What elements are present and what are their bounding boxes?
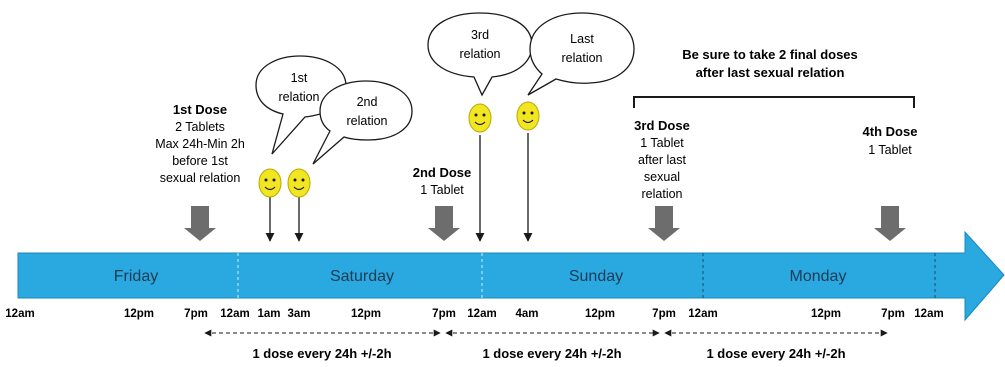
dose-1-label: 1st Dose 2 Tablets Max 24h-Min 2h before… [155,102,245,185]
tick-label: 12pm [585,308,615,320]
tick-label: 12am [220,308,249,320]
tick-label: 7pm [652,308,676,320]
dose-line: relation [642,187,683,201]
dose-line: 1 Tablet [640,136,684,150]
relation-bubble-4: Last relation [527,12,635,96]
dose-line: 2 Tablets [175,120,225,134]
dose-4-label: 4th Dose 1 Tablet [863,124,918,157]
interval-label: 1 dose every 24h +/-2h [252,346,391,361]
note-line: Be sure to take 2 final doses [682,47,858,62]
relation-bubble-3: 3rd relation [427,12,533,97]
relation-bubble-2: 2nd relation [312,80,413,165]
tick-label: 12pm [351,308,381,320]
tick-label: 7pm [184,308,208,320]
bubble-line: relation [347,114,388,128]
bubble-line: 2nd [357,95,378,109]
dose-line: before 1st [172,154,228,168]
dose-title: 1st Dose [173,102,227,117]
tick-label: 12am [5,308,34,320]
relation-bubble-1: 1st relation [255,55,347,155]
bubble-line: 1st [291,71,308,85]
dose-line: sexual [644,170,680,184]
final-doses-bracket [633,96,915,108]
tick-label: 7pm [432,308,456,320]
down-arrow-icon [184,206,216,241]
day-label-friday: Friday [114,268,158,285]
dose-title: 4th Dose [863,124,918,139]
tick-label: 3am [287,308,310,320]
dose-line: 1 Tablet [420,183,464,197]
interval-label: 1 dose every 24h +/-2h [482,346,621,361]
smiley-face-icon [468,103,492,133]
bubble-line: Last [570,32,594,46]
dose-line: sexual relation [160,171,241,185]
smiley-face-icon [258,168,282,198]
dose-title: 2nd Dose [413,165,472,180]
down-arrow-icon [648,206,680,241]
tick-label: 7pm [881,308,905,320]
tick-label: 12pm [124,308,154,320]
note-line: after last sexual relation [696,65,845,80]
tick-label: 12pm [811,308,841,320]
tick-label: 12am [688,308,717,320]
bubble-line: relation [279,90,320,104]
down-arrow-icon [428,206,460,241]
day-label-saturday: Saturday [330,268,394,285]
day-label-monday: Monday [790,268,847,285]
bubble-line: relation [460,47,501,61]
dose-line: Max 24h-Min 2h [155,137,245,151]
interval-label: 1 dose every 24h +/-2h [706,346,845,361]
dose-line: 1 Tablet [868,143,912,157]
tick-label: 1am [257,308,280,320]
smiley-face-icon [516,101,540,131]
down-arrow-icon [874,206,906,241]
tick-label: 12am [467,308,496,320]
bubble-line: relation [562,51,603,65]
smiley-face-icon [287,168,311,198]
final-doses-note: Be sure to take 2 final doses after last… [633,47,915,108]
tick-label: 12am [914,308,943,320]
dose-2-label: 2nd Dose 1 Tablet [413,165,472,197]
time-ticks: 12am 12pm 7pm 12am 1am 3am 12pm 7pm 12am… [5,308,943,320]
dose-line: after last [638,153,686,167]
dosing-intervals: 1 dose every 24h +/-2h 1 dose every 24h … [204,329,888,361]
timeline-arrow-icon [17,230,1005,322]
day-label-sunday: Sunday [569,268,623,285]
dose-3-label: 3rd Dose 1 Tablet after last sexual rela… [634,118,690,201]
bubble-line: 3rd [471,28,489,42]
dose-title: 3rd Dose [634,118,690,133]
tick-label: 4am [515,308,538,320]
